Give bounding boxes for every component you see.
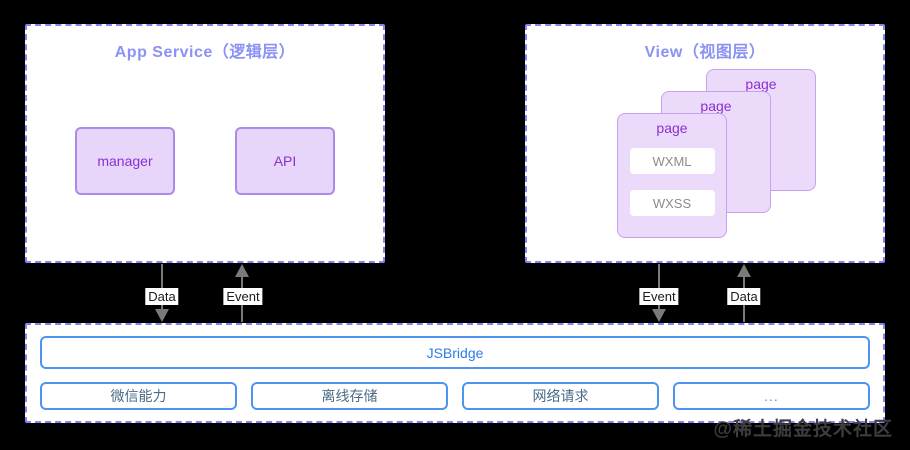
- network-request-button: 网络请求: [462, 382, 659, 410]
- page-card-label: page: [656, 120, 688, 136]
- data-down-arrow: [155, 264, 169, 322]
- wechat-capability-button: 微信能力: [40, 382, 237, 410]
- jsbridge-bar: JSBridge: [40, 336, 870, 369]
- manager-box-label: manager: [97, 153, 153, 169]
- page-card-front: page WXML WXSS: [617, 113, 727, 238]
- data-arrow-label: Data: [727, 288, 761, 305]
- arrow-head-down-icon: [652, 309, 666, 322]
- arrow-head-down-icon: [155, 309, 169, 322]
- panel-view: View（视图层） page page page WXML WXSS: [525, 24, 885, 263]
- wxss-box: WXSS: [629, 190, 715, 216]
- panel-app-service: App Service（逻辑层） manager API: [25, 24, 385, 263]
- panel-jsbridge: JSBridge 微信能力 离线存储 网络请求 ...: [25, 323, 885, 423]
- view-title: View（视图层）: [644, 44, 766, 61]
- offline-storage-button: 离线存储: [251, 382, 448, 410]
- event-arrow-label: Event: [223, 288, 263, 305]
- arrow-head-up-icon: [737, 264, 751, 277]
- data-arrow-label: Data: [145, 288, 179, 305]
- event-down-arrow: [652, 264, 666, 322]
- manager-box: manager: [75, 127, 175, 195]
- arrow-head-up-icon: [235, 264, 249, 277]
- page-card-label: page: [700, 98, 732, 114]
- arrow-shaft: [161, 264, 163, 310]
- wxml-box: WXML: [629, 148, 715, 174]
- api-box: API: [235, 127, 335, 195]
- event-arrow-label: Event: [639, 288, 679, 305]
- arrow-shaft: [658, 264, 660, 310]
- page-card-label: page: [745, 76, 777, 92]
- watermark: @稀土掘金技术社区: [713, 419, 893, 440]
- app-service-title: App Service（逻辑层）: [114, 44, 296, 61]
- wxml-label: WXML: [652, 153, 692, 169]
- jsbridge-label: JSBridge: [426, 344, 484, 361]
- api-box-label: API: [273, 153, 297, 169]
- wxss-label: WXSS: [652, 195, 692, 211]
- bridge-capability-row: 微信能力 离线存储 网络请求 ...: [40, 382, 870, 410]
- more-capabilities-button: ...: [673, 382, 870, 410]
